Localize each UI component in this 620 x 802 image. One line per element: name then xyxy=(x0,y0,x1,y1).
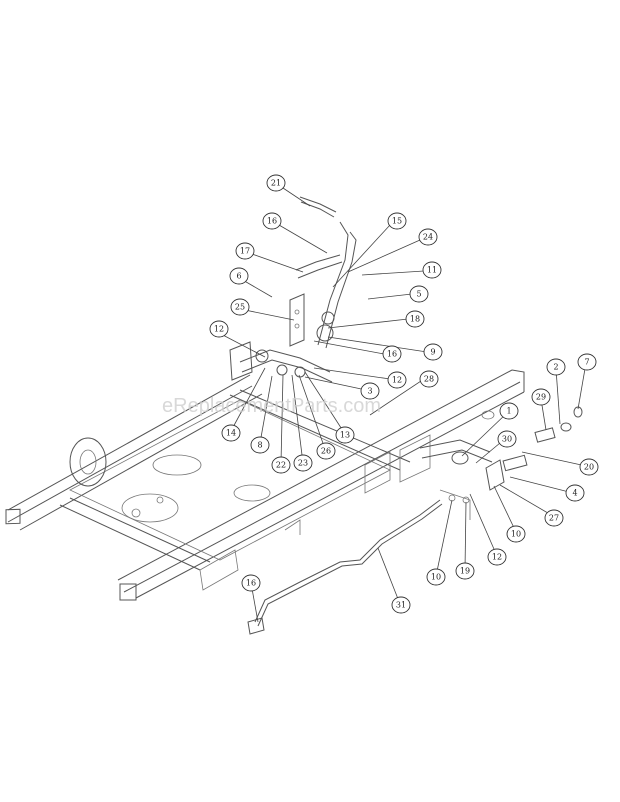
callout-4: 4 xyxy=(565,484,585,502)
callout-28: 28 xyxy=(419,370,439,388)
svg-text:16: 16 xyxy=(387,350,397,359)
svg-text:20: 20 xyxy=(584,463,594,472)
callout-22: 22 xyxy=(271,456,291,474)
callout-29: 29 xyxy=(531,388,551,406)
svg-text:3: 3 xyxy=(367,387,372,396)
svg-text:1: 1 xyxy=(506,407,511,416)
svg-text:10: 10 xyxy=(431,573,441,582)
svg-text:18: 18 xyxy=(410,315,420,324)
svg-text:26: 26 xyxy=(321,447,331,456)
svg-text:19: 19 xyxy=(460,567,470,576)
callout-26: 26 xyxy=(316,442,336,460)
callout-31: 31 xyxy=(391,596,411,614)
svg-text:14: 14 xyxy=(226,429,236,438)
svg-text:5: 5 xyxy=(416,290,421,299)
callout-16-mid: 16 xyxy=(382,345,402,363)
svg-text:25: 25 xyxy=(235,303,245,312)
svg-text:30: 30 xyxy=(502,435,512,444)
callout-16-top: 16 xyxy=(262,212,282,230)
callout-19: 19 xyxy=(455,562,475,580)
callout-16-bottom: 16 xyxy=(241,574,261,592)
callout-17: 17 xyxy=(235,242,255,260)
callout-2: 2 xyxy=(546,358,566,376)
frame-assembly xyxy=(5,369,525,601)
svg-text:12: 12 xyxy=(392,376,402,385)
callout-23: 23 xyxy=(293,454,313,472)
svg-text:9: 9 xyxy=(430,348,435,357)
callout-6: 6 xyxy=(229,267,249,285)
callout-8: 8 xyxy=(250,436,270,454)
svg-text:8: 8 xyxy=(257,441,262,450)
svg-text:29: 29 xyxy=(536,393,546,402)
callout-15: 15 xyxy=(387,212,407,230)
callout-24: 24 xyxy=(418,228,438,246)
callout-11: 11 xyxy=(422,261,442,279)
callout-18: 18 xyxy=(405,310,425,328)
svg-text:12: 12 xyxy=(492,553,502,562)
svg-text:11: 11 xyxy=(427,266,437,275)
callout-20: 20 xyxy=(579,458,599,476)
callout-9: 9 xyxy=(423,343,443,361)
svg-text:17: 17 xyxy=(240,247,250,256)
callout-27: 27 xyxy=(544,509,564,527)
svg-text:21: 21 xyxy=(271,179,281,188)
callout-10-right: 10 xyxy=(506,525,526,543)
svg-text:24: 24 xyxy=(423,233,433,242)
callout-12-mid: 12 xyxy=(387,371,407,389)
svg-text:31: 31 xyxy=(396,601,406,610)
callout-25: 25 xyxy=(230,298,250,316)
callout-13: 13 xyxy=(335,426,355,444)
callout-21: 21 xyxy=(266,174,286,192)
callout-3: 3 xyxy=(360,382,380,400)
callout-12-left: 12 xyxy=(209,320,229,338)
callout-30: 30 xyxy=(497,430,517,448)
svg-text:13: 13 xyxy=(340,431,350,440)
callout-10-left: 10 xyxy=(426,568,446,586)
svg-text:2: 2 xyxy=(553,363,558,372)
svg-text:12: 12 xyxy=(214,325,224,334)
svg-text:16: 16 xyxy=(267,217,277,226)
pedal-linkage-assembly xyxy=(229,196,583,635)
callout-bubbles: 21 16 15 24 17 11 6 5 25 18 9 12 16 12 3… xyxy=(209,174,599,614)
svg-text:6: 6 xyxy=(236,272,241,281)
callout-1: 1 xyxy=(499,402,519,420)
callout-14: 14 xyxy=(221,424,241,442)
svg-text:10: 10 xyxy=(511,530,521,539)
svg-text:16: 16 xyxy=(246,579,256,588)
leader-lines xyxy=(218,187,587,623)
svg-text:7: 7 xyxy=(584,358,589,367)
svg-text:15: 15 xyxy=(392,217,402,226)
svg-text:27: 27 xyxy=(549,514,559,523)
svg-text:23: 23 xyxy=(298,459,308,468)
callout-5: 5 xyxy=(409,285,429,303)
callout-12-bottom: 12 xyxy=(487,548,507,566)
callout-7: 7 xyxy=(577,353,597,371)
watermark-text: eReplacementParts.com xyxy=(162,395,381,417)
svg-text:4: 4 xyxy=(572,489,577,498)
svg-text:28: 28 xyxy=(424,375,434,384)
svg-text:22: 22 xyxy=(276,461,286,470)
